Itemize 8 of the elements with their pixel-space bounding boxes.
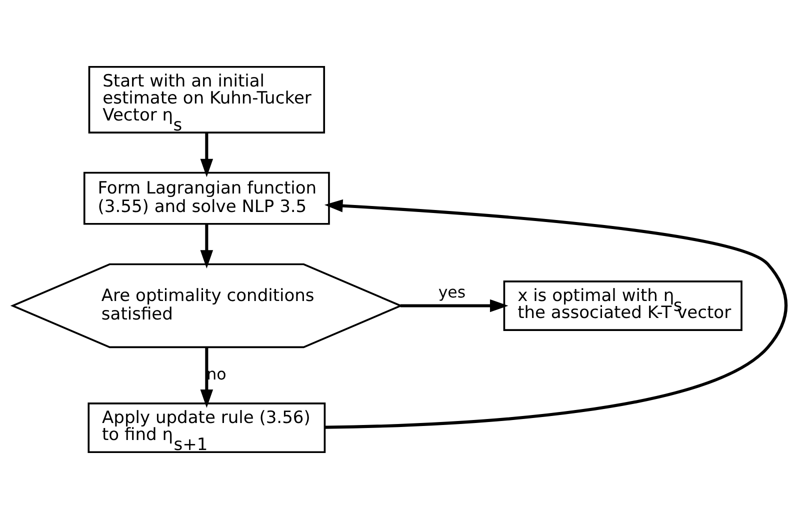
edge-label: yes xyxy=(438,282,466,302)
arrow xyxy=(200,224,214,268)
edge-label: no xyxy=(206,364,226,384)
arrow xyxy=(400,299,508,312)
arrow xyxy=(200,347,214,408)
node-box: Form Lagrangian function (3.55) and solve NLP 3.5 xyxy=(83,172,330,225)
arrow xyxy=(200,132,214,178)
arrow xyxy=(324,199,788,429)
